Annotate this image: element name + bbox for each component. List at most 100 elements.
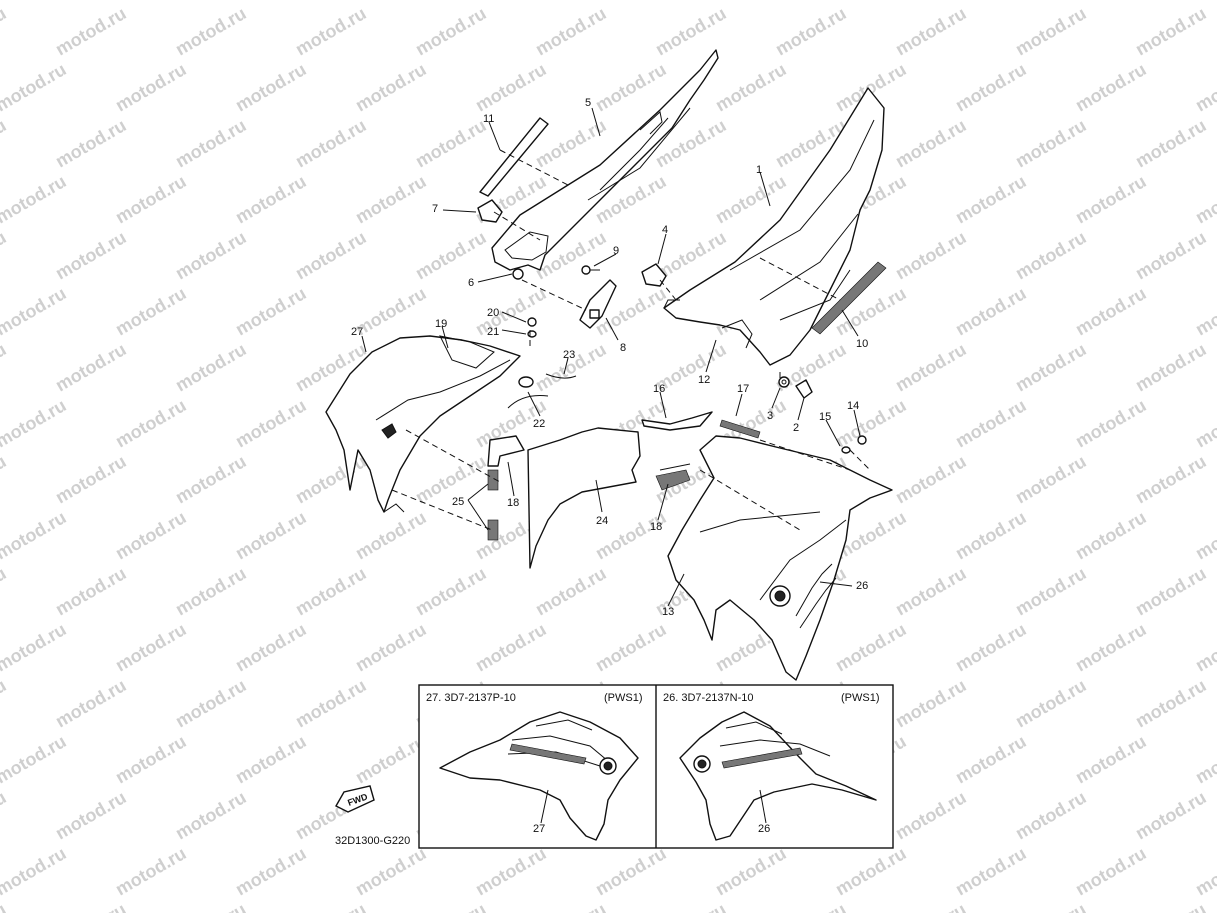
watermark-text: motod.ru [1192, 619, 1217, 675]
callout-12: 12 [698, 374, 710, 386]
watermark-text: motod.ru [952, 619, 1030, 675]
callout-3: 3 [767, 410, 773, 422]
watermark-text: motod.ru [52, 899, 130, 913]
watermark-text: motod.ru [0, 171, 70, 227]
watermark-text: motod.ru [1072, 619, 1150, 675]
part-20-bolt [527, 317, 537, 327]
watermark-text: motod.ru [0, 451, 10, 507]
part-24-sheet [527, 427, 641, 569]
watermark-text: motod.ru [52, 451, 130, 507]
watermark-text: motod.ru [1072, 507, 1150, 563]
part-12-marker [705, 339, 717, 373]
watermark-text: motod.ru [412, 899, 490, 913]
watermark-text: motod.ru [1012, 563, 1090, 619]
watermark-text: motod.ru [1132, 451, 1210, 507]
watermark-text: motod.ru [412, 227, 490, 283]
watermark-text: motod.ru [772, 899, 850, 913]
watermark-text: motod.ru [52, 227, 130, 283]
watermark-text: motod.ru [892, 3, 970, 59]
watermark-text: motod.ru [1012, 227, 1090, 283]
watermark-text: motod.ru [232, 0, 310, 3]
watermark-text: motod.ru [1072, 843, 1150, 899]
watermark-text: motod.ru [472, 619, 550, 675]
watermark-text: motod.ru [952, 283, 1030, 339]
watermark-text: motod.ru [0, 0, 70, 3]
watermark-text: motod.ru [0, 675, 10, 731]
watermark-text: motod.ru [292, 899, 370, 913]
watermark-text: motod.ru [1192, 171, 1217, 227]
watermark-text: motod.ru [112, 843, 190, 899]
watermark-text: motod.ru [472, 0, 550, 3]
watermark-text: motod.ru [412, 115, 490, 171]
watermark-text: motod.ru [712, 59, 790, 115]
watermark-text: motod.ru [1192, 843, 1217, 899]
part-14-bolt [857, 435, 867, 445]
callout-10: 10 [856, 338, 868, 350]
part-5-upper-cover [491, 49, 719, 271]
part-1-side-cover [663, 87, 885, 366]
watermark-text: motod.ru [892, 339, 970, 395]
part-23-clip [545, 373, 577, 379]
watermark-text: motod.ru [112, 59, 190, 115]
diagram-code: 32D1300-G220 [335, 835, 410, 847]
callout-26: 26 [856, 580, 868, 592]
watermark-text: motod.ru [832, 0, 910, 3]
watermark-text: motod.ru [232, 283, 310, 339]
watermark-text: motod.ru [472, 843, 550, 899]
watermark-text: motod.ru [232, 507, 310, 563]
watermark-text: motod.ru [952, 507, 1030, 563]
leader-lines [361, 107, 861, 607]
inset-left-cover-drawing [439, 711, 639, 841]
part-3-washer [778, 376, 790, 388]
watermark-text: motod.ru [352, 731, 430, 787]
watermark-text: motod.ru [292, 563, 370, 619]
watermark-text: motod.ru [652, 3, 730, 59]
watermark-text: motod.ru [532, 3, 610, 59]
callout-9: 9 [613, 245, 619, 257]
watermark-text: motod.ru [0, 339, 10, 395]
callout-21: 21 [487, 326, 499, 338]
watermark-text: motod.ru [112, 171, 190, 227]
watermark-text: motod.ru [1132, 339, 1210, 395]
part-18-pad-left [487, 435, 525, 467]
callout-8: 8 [620, 342, 626, 354]
watermark-text: motod.ru [892, 227, 970, 283]
watermark-text: motod.ru [0, 731, 70, 787]
watermark-text: motod.ru [292, 3, 370, 59]
watermark-text: motod.ru [52, 563, 130, 619]
watermark-text: motod.ru [1192, 731, 1217, 787]
watermark-text: motod.ru [352, 283, 430, 339]
watermark-text: motod.ru [0, 843, 70, 899]
watermark-text: motod.ru [352, 0, 430, 3]
watermark-text: motod.ru [712, 843, 790, 899]
callout-18-right: 18 [650, 521, 662, 533]
watermark-text: motod.ru [1012, 451, 1090, 507]
watermark-text: motod.ru [952, 395, 1030, 451]
watermark-text: motod.ru [232, 395, 310, 451]
callout-1: 1 [756, 164, 762, 176]
watermark-text: motod.ru [532, 563, 610, 619]
watermark-text: motod.ru [1132, 3, 1210, 59]
watermark-text: motod.ru [592, 843, 670, 899]
callout-24: 24 [596, 515, 608, 527]
watermark-text: motod.ru [1132, 675, 1210, 731]
part-25-tape [487, 469, 499, 541]
watermark-text: motod.ru [592, 0, 670, 3]
callout-5: 5 [585, 97, 591, 109]
watermark-text: motod.ru [172, 675, 250, 731]
watermark-text: motod.ru [112, 395, 190, 451]
part-8-bracket [579, 279, 617, 329]
watermark-text: motod.ru [0, 563, 10, 619]
watermark-text: motod.ru [52, 787, 130, 843]
watermark-text: motod.ru [1072, 731, 1150, 787]
watermark-text: motod.ru [412, 451, 490, 507]
watermark-text: motod.ru [412, 3, 490, 59]
part-17-strip [719, 419, 761, 439]
watermark-text: motod.ru [472, 59, 550, 115]
watermark-text: motod.ru [892, 563, 970, 619]
watermark-text: motod.ru [1132, 227, 1210, 283]
watermark-text: motod.ru [1072, 171, 1150, 227]
callout-14: 14 [847, 400, 859, 412]
part-9-screw [581, 265, 600, 275]
